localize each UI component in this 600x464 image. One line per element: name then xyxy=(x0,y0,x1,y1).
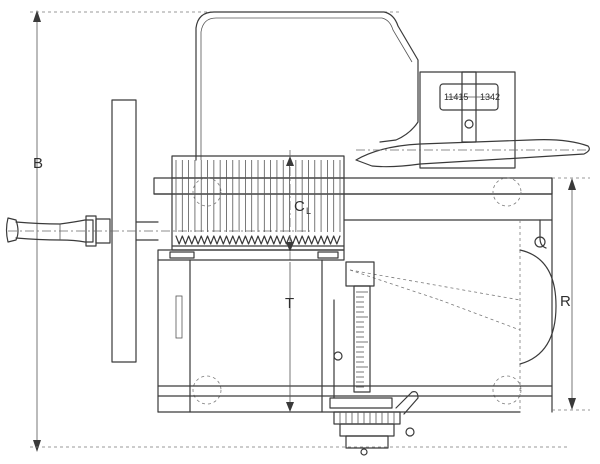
label-b: B xyxy=(33,155,43,172)
lower-housing xyxy=(157,177,557,413)
centerline-cl: C L xyxy=(286,150,311,260)
dimension-t: T xyxy=(285,262,294,412)
label-cl-sub: L xyxy=(306,206,311,216)
label-r: R xyxy=(560,293,571,310)
svg-text:11415: 11415 xyxy=(444,92,468,102)
mounting-clamp: 11415 1342 xyxy=(419,71,516,169)
clamp-lever xyxy=(355,139,590,168)
label-cl: C xyxy=(294,198,305,215)
bottom-gear-train xyxy=(333,411,415,456)
tension-scale-icon xyxy=(329,261,419,415)
top-guard xyxy=(195,11,419,161)
label-t: T xyxy=(285,295,294,312)
dimension-r: R xyxy=(552,177,590,411)
svg-text:1342: 1342 xyxy=(480,92,500,102)
